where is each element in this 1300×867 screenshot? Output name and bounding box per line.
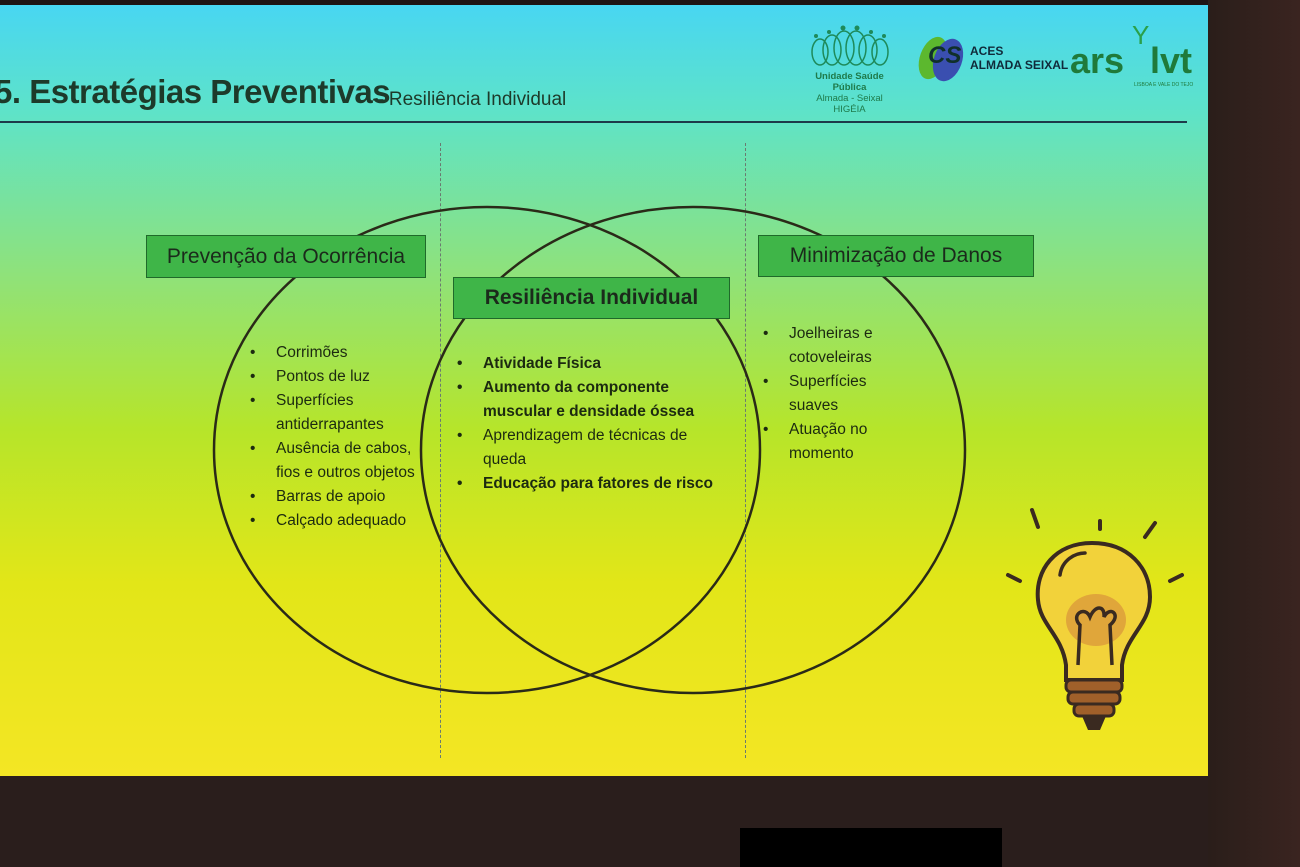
- list-item: Atuação no momento: [761, 418, 891, 466]
- list-item: Ausência de cabos, fios e outros objetos: [248, 437, 418, 485]
- lvt-text: lvt: [1150, 40, 1193, 81]
- list-item: Corrimões: [248, 341, 428, 365]
- wall-below-screen: [0, 776, 1208, 867]
- dashed-divider-right: [745, 143, 746, 758]
- venn-circle-left: [212, 205, 762, 695]
- person-icon: Y: [1132, 20, 1150, 50]
- aces-label: ACES: [970, 44, 1004, 58]
- header-divider: [0, 121, 1187, 123]
- aces-location: ALMADA SEIXAL: [970, 58, 1069, 72]
- list-item: Barras de apoio: [248, 485, 428, 509]
- ars-tagline: LISBOA E VALE DO TEJO: [1134, 82, 1194, 88]
- slide-title: 5. Estratégias Preventivas: [0, 73, 391, 110]
- people-circles-icon: [810, 25, 889, 66]
- box-resiliencia: Resiliência Individual: [453, 277, 730, 319]
- dark-object: [740, 828, 1002, 867]
- list-item: Pontos de luz: [248, 365, 428, 389]
- aces-mark-icon: CS: [913, 32, 969, 86]
- box-prevencao: Prevenção da Ocorrência: [146, 235, 426, 278]
- logo-aces: CS ACES ALMADA SEIXAL: [913, 32, 1069, 86]
- list-resiliencia: Atividade Física Aumento da componente m…: [455, 352, 725, 496]
- slide-subtitle: – Resiliência Individual: [373, 89, 567, 110]
- list-item: Superfícies suaves: [761, 370, 891, 418]
- list-item: Educação para fatores de risco: [455, 472, 725, 496]
- usp-name: Unidade Saúde Pública: [815, 71, 884, 93]
- lightbulb-icon: [1006, 508, 1184, 730]
- list-item: Superfícies antiderrapantes: [248, 389, 398, 437]
- list-minimizacao: Joelheiras e cotoveleiras Superfícies su…: [761, 322, 891, 466]
- logo-unidade-saude-publica: Unidade Saúde Pública Almada - Seixal HI…: [797, 24, 902, 115]
- usp-location: Almada - Seixal: [816, 93, 883, 104]
- venn-circle-right: [419, 205, 967, 695]
- list-item: Calçado adequado: [248, 509, 428, 533]
- list-item: Aumento da componente muscular e densida…: [455, 376, 705, 424]
- usp-higeia: HIGÉIA: [833, 104, 866, 115]
- list-item: Aprendizagem de técnicas de queda: [455, 424, 705, 472]
- screen-edge-shadow: [1208, 0, 1300, 867]
- ars-text: ars: [1070, 40, 1125, 81]
- dashed-divider-left: [440, 143, 441, 758]
- list-item: Joelheiras e cotoveleiras: [761, 322, 891, 370]
- box-minimizacao: Minimização de Danos: [758, 235, 1034, 277]
- list-item: Atividade Física: [455, 352, 725, 376]
- list-prevencao: Corrimões Pontos de luz Superfícies anti…: [248, 341, 428, 533]
